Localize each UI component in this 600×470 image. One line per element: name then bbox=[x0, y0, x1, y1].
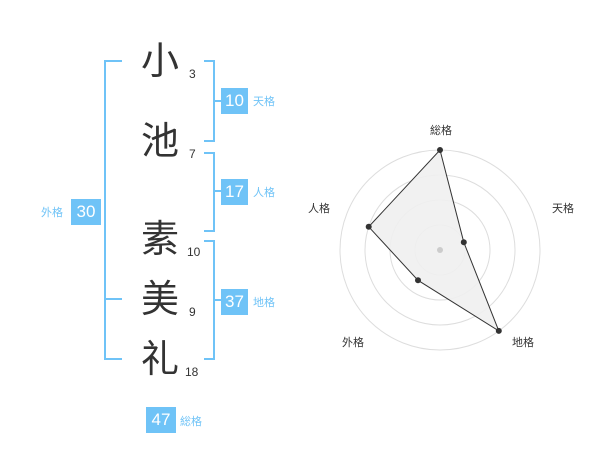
jinkaku-label: 人格 bbox=[253, 186, 275, 199]
tenkaku-bracket bbox=[204, 60, 215, 142]
gaikaku-bracket bbox=[104, 60, 122, 360]
radar-point-5 bbox=[365, 223, 372, 230]
name-char-2: 池 bbox=[141, 119, 180, 163]
radar-axis-label-chikaku: 地格 bbox=[512, 335, 534, 349]
tenkaku-bracket-stem bbox=[215, 100, 221, 102]
name-char-3: 素 bbox=[141, 217, 180, 261]
name-char-1: 小 bbox=[141, 39, 180, 83]
chikaku-bracket-stem bbox=[215, 299, 221, 301]
stroke-count-1: 3 bbox=[189, 67, 196, 81]
gaikaku-bracket-divider bbox=[104, 298, 122, 300]
radar-point-3 bbox=[495, 327, 502, 334]
stroke-count-5: 18 bbox=[185, 365, 199, 379]
radar-axis-label-gaikaku: 外格 bbox=[342, 335, 364, 349]
radar-points bbox=[365, 147, 502, 334]
chikaku-label: 地格 bbox=[253, 296, 275, 309]
chikaku-badge: 37 bbox=[221, 289, 248, 315]
gaikaku-label: 外格 bbox=[41, 206, 63, 219]
radar-center-dot bbox=[437, 247, 443, 253]
stroke-count-3: 10 bbox=[187, 245, 201, 259]
radar-area bbox=[368, 148, 500, 333]
gaikaku-badge: 30 bbox=[71, 199, 101, 225]
radar-axis-label-soukaku: 総格 bbox=[430, 123, 452, 137]
radar-axis-label-tenkaku: 天格 bbox=[552, 201, 574, 215]
stroke-count-2: 7 bbox=[189, 147, 196, 161]
jinkaku-badge: 17 bbox=[221, 179, 248, 205]
jinkaku-bracket bbox=[204, 152, 215, 232]
soukaku-label: 総格 bbox=[180, 415, 202, 428]
chikaku-bracket bbox=[204, 240, 215, 360]
name-char-5: 礼 bbox=[141, 337, 180, 381]
tenkaku-label: 天格 bbox=[253, 95, 275, 108]
stroke-count-4: 9 bbox=[189, 305, 196, 319]
radar-point-2 bbox=[460, 239, 467, 246]
name-char-4: 美 bbox=[141, 277, 180, 321]
jinkaku-bracket-stem bbox=[215, 190, 221, 192]
radar-point-1 bbox=[437, 147, 443, 153]
radar-point-4 bbox=[415, 277, 421, 284]
radar-axis-label-jinkaku: 人格 bbox=[308, 201, 330, 215]
tenkaku-badge: 10 bbox=[221, 88, 248, 114]
soukaku-badge: 47 bbox=[146, 407, 176, 433]
